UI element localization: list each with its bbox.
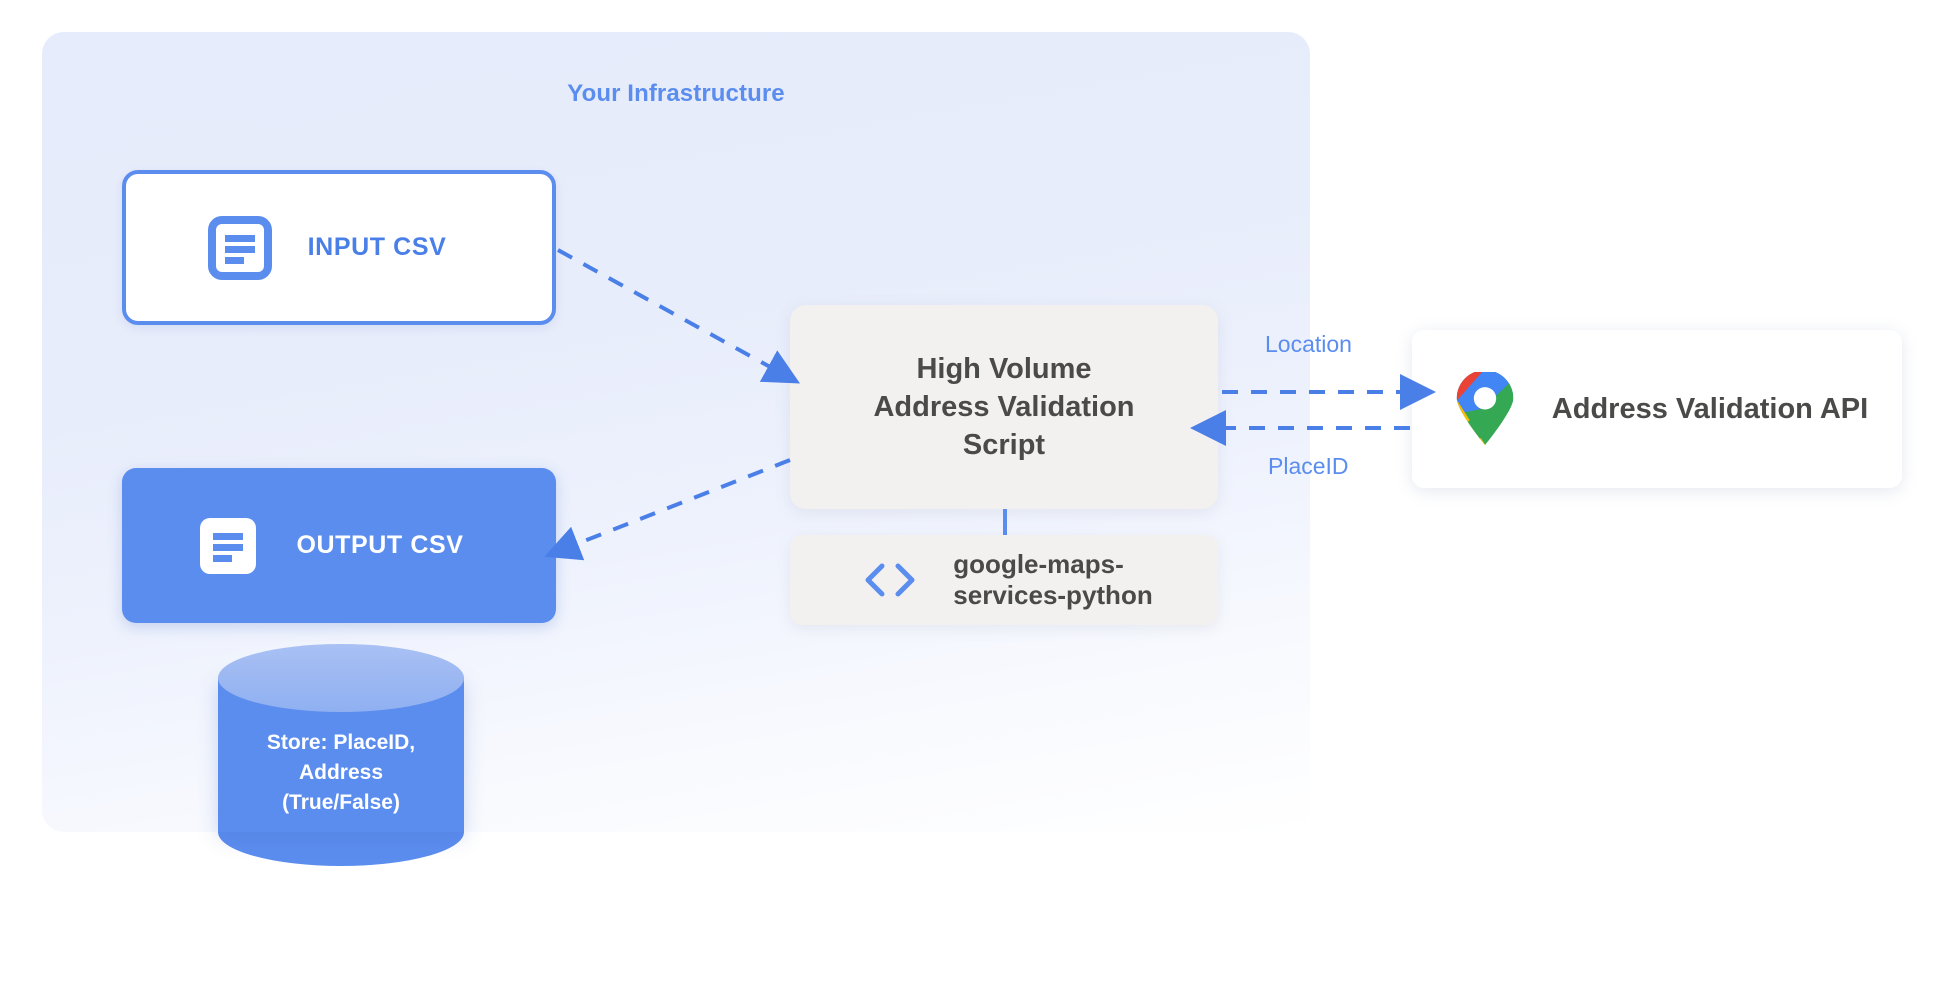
- document-icon: [200, 517, 257, 574]
- library-label: google-maps- services-python: [953, 549, 1152, 611]
- datastore-line-1: Store: PlaceID,: [266, 731, 416, 754]
- node-output-csv[interactable]: OUTPUT CSV: [122, 468, 556, 623]
- google-maps-pin-icon: [1456, 372, 1514, 446]
- node-address-validation-api[interactable]: Address Validation API: [1412, 330, 1902, 488]
- script-line-1: High Volume: [916, 352, 1092, 385]
- library-label-line-1: google-maps-: [953, 548, 1124, 579]
- datastore-line-2: Address: [298, 760, 384, 784]
- cylinder-top: [218, 644, 464, 712]
- node-client-library[interactable]: google-maps- services-python: [790, 535, 1218, 625]
- input-csv-label: INPUT CSV: [307, 233, 447, 261]
- document-icon: [207, 215, 272, 280]
- library-label-line-2: services-python: [953, 580, 1153, 610]
- node-input-csv[interactable]: INPUT CSV: [122, 170, 556, 325]
- node-datastore[interactable]: Store: PlaceID, Address (True/False): [218, 644, 464, 866]
- script-library-connector: [1003, 509, 1007, 537]
- edge-label-location: Location: [1265, 331, 1352, 357]
- api-label: Address Validation API: [1551, 392, 1869, 425]
- datastore-line-3: (True/False): [282, 790, 400, 814]
- node-validation-script[interactable]: High Volume Address Validation Script: [790, 305, 1218, 509]
- output-csv-label: OUTPUT CSV: [296, 531, 464, 559]
- datastore-label: Store: PlaceID, Address (True/False): [218, 728, 464, 817]
- edge-label-placeid: PlaceID: [1268, 453, 1349, 479]
- panel-title: Your Infrastructure: [567, 80, 785, 107]
- script-line-2: Address Validation: [873, 390, 1135, 423]
- script-line-3: Script: [962, 429, 1046, 462]
- code-brackets-icon: [865, 563, 915, 597]
